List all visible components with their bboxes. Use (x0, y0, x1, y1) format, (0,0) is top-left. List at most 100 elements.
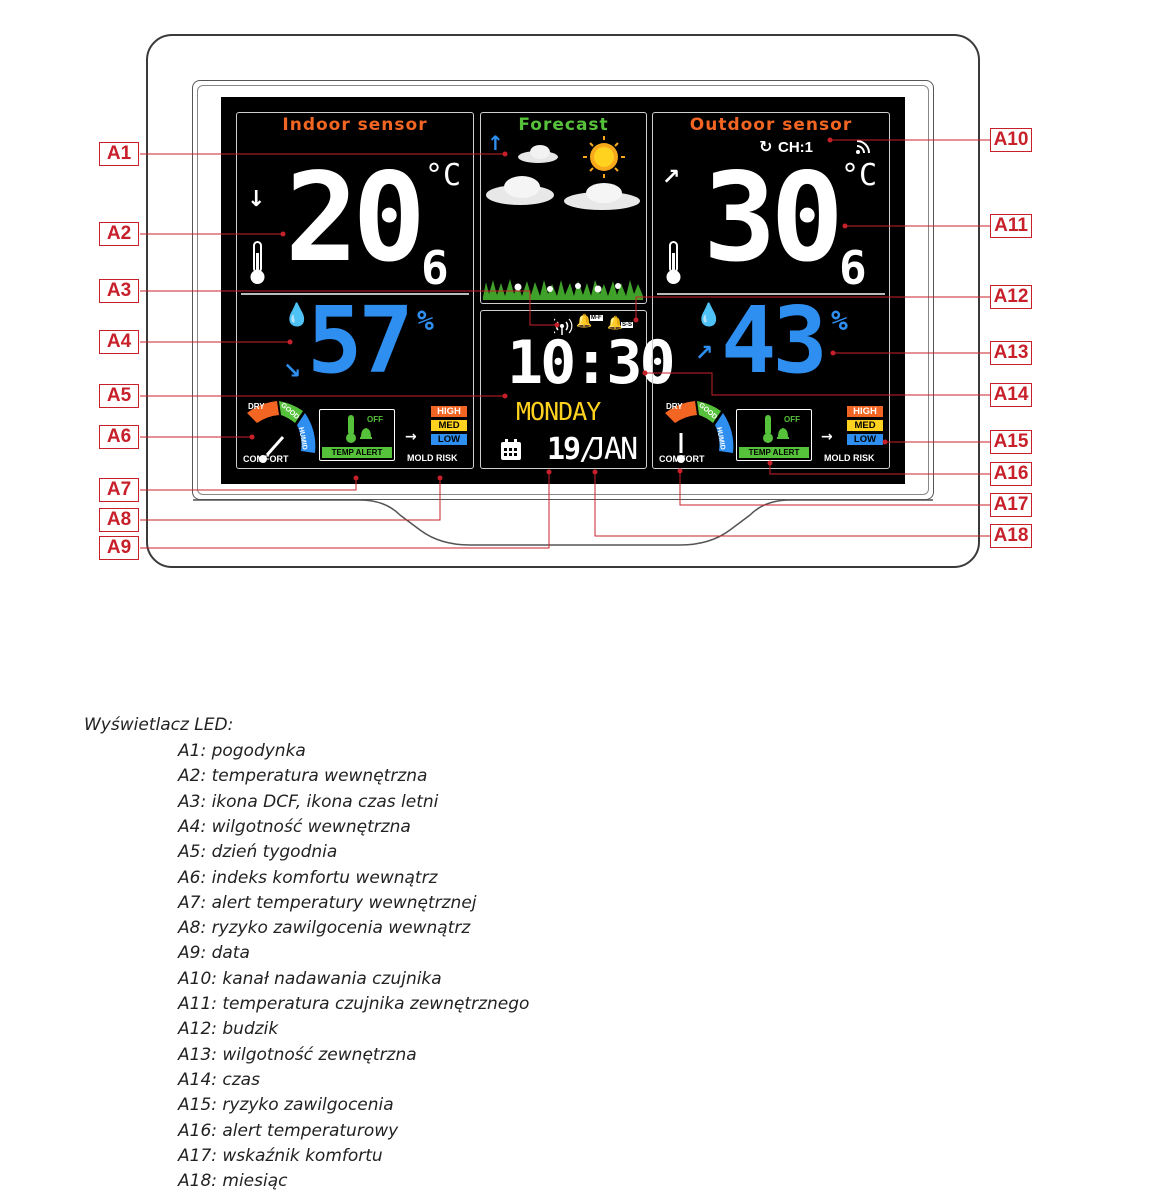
alarm1-tag: M-F (590, 315, 603, 321)
callout-a16: A16 (990, 462, 1032, 486)
legend-item: A2: temperatura wewnętrzna (178, 766, 428, 787)
callout-a4: A4 (99, 330, 139, 354)
trend-down-arrow-icon: ↓ (247, 187, 266, 212)
indoor-comfort-label: COMFORT (243, 454, 289, 464)
legend-item: A1: pogodynka (178, 741, 306, 761)
forecast-weather-icon (483, 136, 643, 300)
calendar-icon (501, 439, 521, 460)
legend-item: A15: ryzyko zawilgocenia (178, 1095, 394, 1116)
indoor-humidity-unit: % (417, 304, 434, 337)
callout-a6: A6 (99, 425, 139, 449)
callout-a3: A3 (99, 279, 139, 303)
indoor-temp-alert-box (319, 409, 395, 461)
forecast-title: Forecast (518, 115, 609, 135)
clock-panel (480, 310, 647, 469)
clock-day: 19 (547, 432, 581, 467)
legend-item: A3: ikona DCF, ikona czas letni (178, 791, 439, 812)
outdoor-alert-thermometer-icon (763, 415, 789, 443)
indoor-mold-high: HIGH (431, 406, 467, 417)
outdoor-alert-label: TEMP ALERT (748, 448, 800, 457)
outdoor-divider (657, 293, 885, 295)
outdoor-temperature: 30 (703, 147, 844, 289)
outdoor-mold-high: HIGH (847, 406, 883, 417)
callout-a9: A9 (99, 536, 139, 560)
outdoor-mold-pointer-arrow-icon: → (821, 429, 833, 445)
legend-item: A9: data (178, 943, 250, 964)
outdoor-temp-alert-box (736, 409, 812, 461)
outdoor-temperature-unit: °C (841, 158, 878, 193)
channel-cycle-icon: ↻ (759, 137, 773, 156)
outdoor-channel: CH:1 (778, 139, 814, 156)
callout-a15: A15 (990, 430, 1032, 454)
callout-a10: A10 (990, 128, 1032, 152)
callout-a11: A11 (990, 214, 1032, 238)
outdoor-mold-med: MED (847, 420, 883, 431)
callout-a1: A1 (99, 142, 139, 166)
wireless-signal-icon (856, 140, 870, 154)
indoor-divider (241, 293, 469, 295)
outdoor-mold-low: LOW (847, 434, 883, 445)
mold-pointer-arrow-icon: → (405, 429, 417, 445)
outdoor-temperature-decimal: 6 (839, 241, 867, 295)
clock-weekday: MONDAY (516, 397, 601, 426)
screen-bezel-inner (197, 85, 929, 495)
device-notch (193, 499, 933, 546)
callout-a7: A7 (99, 478, 139, 502)
callout-a8: A8 (99, 508, 139, 532)
outdoor-comfort-dry: DRY (666, 402, 683, 411)
outdoor-humidity: 43 (721, 287, 828, 394)
outdoor-panel (652, 112, 890, 469)
outdoor-title: Outdoor sensor (689, 115, 853, 135)
outdoor-humidity-unit: % (831, 304, 848, 337)
humidity-drop-icon: 💧 (283, 303, 311, 328)
legend-item: A10: kanał nadawania czujnika (178, 968, 442, 989)
indoor-alert-off: OFF (367, 415, 383, 424)
indoor-title: Indoor sensor (282, 115, 428, 135)
outdoor-mold-label: MOLD RISK (824, 453, 875, 463)
legend-item: A5: dzień tygodnia (178, 842, 338, 863)
indoor-comfort-arc (247, 401, 316, 463)
legend-item: A6: indeks komfortu wewnątrz (178, 867, 438, 888)
outdoor-humidity-trend-up-icon: ↗ (695, 341, 714, 366)
legend-item: A18: miesiąc (178, 1171, 288, 1192)
callout-a14: A14 (990, 383, 1032, 407)
indoor-temperature-unit: °C (425, 158, 462, 193)
indoor-alert-label-bg (322, 447, 392, 458)
outdoor-alert-off: OFF (784, 415, 800, 424)
outdoor-thermometer-icon (666, 241, 681, 284)
legend-item: A7: alert temperatury wewnętrznej (178, 892, 477, 913)
legend-item: A13: wilgotność zewnętrzna (178, 1044, 417, 1065)
legend-item: A4: wilgotność wewnętrzna (178, 816, 411, 837)
outdoor-alert-label-bg (739, 447, 809, 458)
callout-leader-lines (140, 137, 990, 549)
legend-heading: Wyświetlacz LED: (84, 715, 234, 735)
outdoor-comfort-arc (665, 401, 734, 463)
alarm1-bell-icon: 🔔 (576, 314, 593, 329)
alert-thermometer-icon (346, 415, 372, 443)
forecast-panel (480, 112, 647, 304)
indoor-comfort-dry: DRY (248, 402, 265, 411)
outdoor-trend-up-arrow-icon: ↗ (662, 165, 681, 190)
callout-a17: A17 (990, 493, 1032, 517)
indoor-temperature: 20 (285, 147, 426, 289)
humidity-trend-down-icon: ↘ (283, 359, 302, 384)
callout-a12: A12 (990, 285, 1032, 309)
indoor-mold-med: MED (431, 420, 467, 431)
indoor-alert-label: TEMP ALERT (331, 448, 383, 457)
indoor-mold-label: MOLD RISK (407, 453, 458, 463)
legend-item: A14: czas (178, 1069, 260, 1090)
screen-bezel (192, 80, 934, 500)
legend-item: A12: budzik (178, 1019, 279, 1040)
callout-a18: A18 (990, 524, 1032, 548)
dcf-signal-icon (554, 318, 573, 335)
indoor-temperature-decimal: 6 (421, 241, 449, 295)
legend-item: A16: alert temperaturowy (178, 1120, 399, 1141)
clock-date-separator: / (579, 432, 598, 467)
callout-a13: A13 (990, 341, 1032, 365)
alarm2-tag: S-S (621, 322, 634, 328)
clock-time: 10:30 (507, 328, 676, 398)
indoor-humidity: 57 (307, 287, 414, 394)
pressure-up-arrow-icon: ↑ (487, 131, 504, 155)
callout-a5: A5 (99, 384, 139, 408)
outdoor-humidity-drop-icon: 💧 (695, 303, 723, 328)
